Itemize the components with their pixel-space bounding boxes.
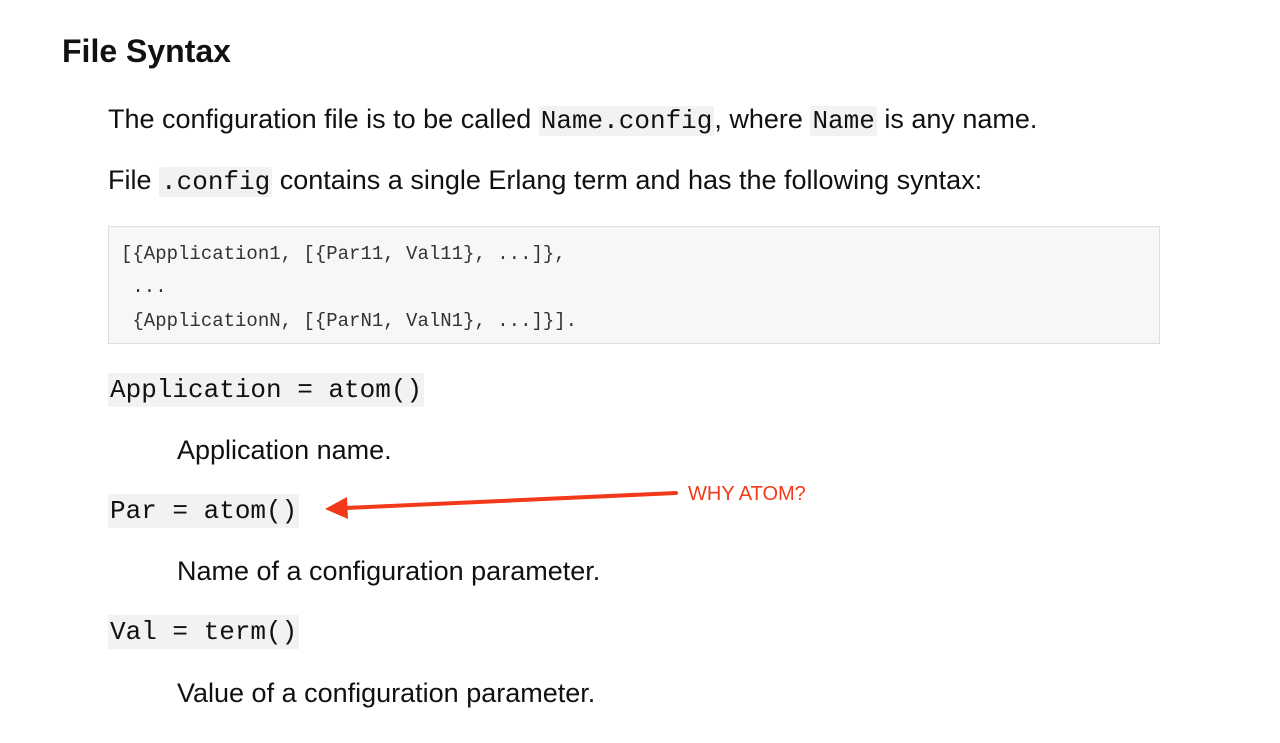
paragraph-text: The configuration file is to be called [108,104,539,134]
inline-code-name-config: Name.config [538,106,715,136]
paragraph-text: File [108,165,160,195]
paragraph-text: is any name. [876,104,1038,134]
annotation-text: WHY ATOM? [688,483,806,505]
paragraph-text: , where [714,104,811,134]
term-application-type: Application = atom() [108,373,425,407]
page-title: File Syntax [62,33,231,69]
inline-code-name: Name [810,106,877,136]
config-filename-paragraph: The configuration file is to be called N… [108,102,1037,138]
code-block: [{Application1, [{Par11, Val11}, ...]}, … [108,226,1160,344]
config-syntax-paragraph: File .config contains a single Erlang te… [108,163,982,199]
term-val-description: Value of a configuration parameter. [177,678,596,708]
term-par-description: Name of a configuration parameter. [177,556,601,586]
term-par-type: Par = atom() [108,494,300,528]
term-val-type: Val = term() [108,615,300,649]
code-line: {ApplicationN, [{ParN1, ValN1}, ...]}]. [121,310,578,332]
code-line: ... [121,276,167,298]
paragraph-text: contains a single Erlang term and has th… [272,165,983,195]
code-line: [{Application1, [{Par11, Val11}, ...]}, [121,243,566,265]
term-application-description: Application name. [177,435,392,465]
inline-code-config: .config [159,167,273,197]
